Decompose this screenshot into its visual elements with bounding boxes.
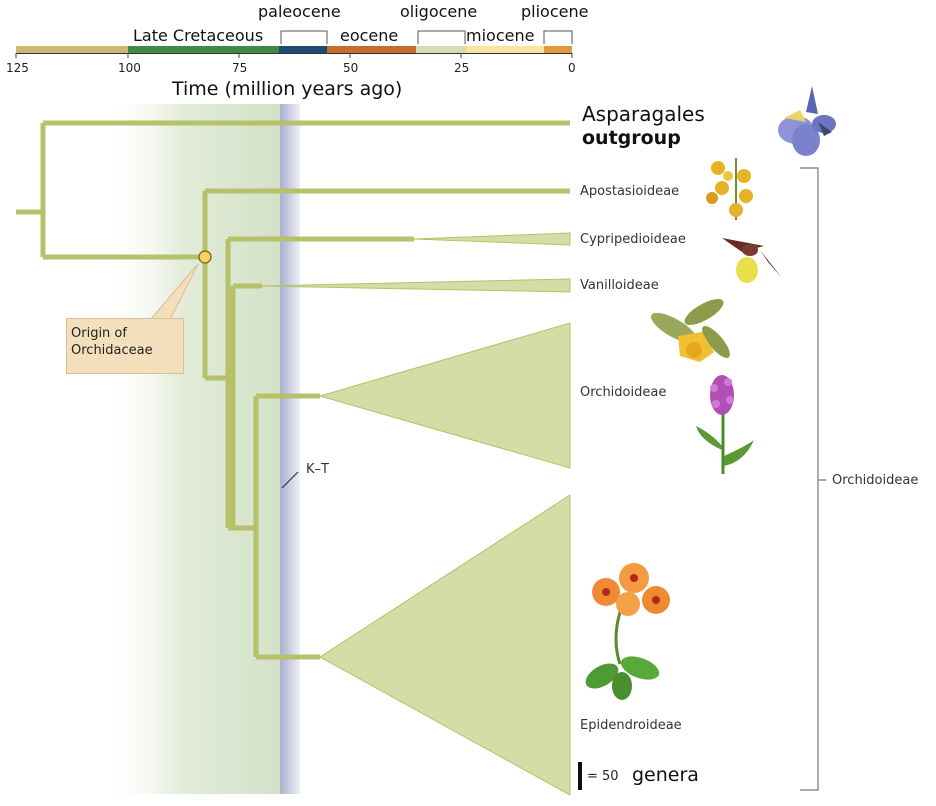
epidendrum-orchid-icon (585, 563, 670, 700)
orchis-spike-icon (696, 375, 754, 474)
clade-triangles (261, 232, 571, 796)
clade-label-cypripedioideae: Cypripedioideae (580, 232, 686, 247)
paleocene-bracket (280, 30, 328, 44)
era-label-oligocene: oligocene (400, 2, 478, 21)
bracket-label: Orchidoideae (832, 473, 919, 488)
tick-label-50: 50 (343, 61, 359, 75)
timescale-segment-paleocene (279, 46, 327, 53)
scale-bar-unit: genera (632, 764, 699, 786)
timescale-segment-early (16, 46, 128, 53)
era-label-eocene: eocene (340, 26, 399, 45)
orchidoideae-triangle (318, 322, 571, 469)
clade-label-epidendroideae: Epidendroideae (580, 718, 682, 733)
origin-callout-box: Origin of Orchidaceae (66, 318, 184, 374)
timescale-bar (15, 30, 573, 58)
tick-label-75: 75 (232, 61, 248, 75)
vanilloideae-branch (228, 283, 262, 531)
tree-branches (16, 120, 570, 660)
era-label-miocene: miocene (466, 26, 535, 45)
oligocene-bracket (417, 30, 466, 44)
kt-marker-line (281, 471, 299, 489)
orchidaceae-bracket (800, 167, 826, 791)
time-axis-title: Time (million years ago) (172, 78, 403, 100)
kt-boundary-label: K–T (306, 462, 329, 477)
clade-label-orchidoideae: Orchidoideae (580, 385, 667, 400)
cypripedioideae-triangle (413, 232, 571, 246)
timescale-segment-pliocene (544, 46, 572, 53)
orchidaceae-origin-node (198, 250, 212, 264)
genera-scale-bar (578, 762, 582, 790)
timescale-segment-eocene (327, 46, 416, 53)
tick-label-100: 100 (118, 61, 141, 75)
era-brackets (280, 30, 573, 44)
era-label-late-cretaceous: Late Cretaceous (133, 26, 264, 45)
outgroup-branch (40, 120, 570, 257)
timescale-segment-oligocene (416, 46, 466, 53)
timescale-segment-late-cretaceous (128, 46, 279, 53)
clade-label-apostasioideae: Apostasioideae (580, 184, 680, 199)
kt-boundary-band (280, 104, 300, 794)
timescale-segment-miocene (466, 46, 544, 53)
vanilloideae-triangle (261, 278, 571, 293)
apostasioideae-branch (202, 188, 570, 378)
timescale-ticks (15, 53, 573, 58)
iris-flower-icon (778, 86, 836, 156)
orchid-epid-branch (233, 393, 320, 660)
vanilla-orchid-icon (651, 299, 730, 362)
clade-label-vanilloideae: Vanilloideae (580, 278, 659, 293)
outgroup-label: outgroup (582, 127, 681, 149)
lady-slipper-orchid-icon (722, 238, 782, 283)
tick-label-0: 0 (568, 61, 576, 75)
origin-callout-text: Origin of Orchidaceae (71, 326, 153, 358)
pliocene-bracket (543, 30, 573, 44)
cypripedioideae-branch (225, 236, 414, 528)
late-cretaceous-band (100, 104, 280, 794)
apostasia-flower-icon (706, 158, 753, 220)
tick-label-125: 125 (6, 61, 29, 75)
epidendroideae-triangle (319, 494, 571, 796)
era-label-paleocene: paleocene (258, 2, 341, 21)
outgroup-taxon-name: Asparagales (582, 102, 705, 126)
scale-bar-value: = 50 (587, 769, 619, 784)
tick-label-25: 25 (454, 61, 470, 75)
era-label-pliocene: pliocene (521, 2, 589, 21)
